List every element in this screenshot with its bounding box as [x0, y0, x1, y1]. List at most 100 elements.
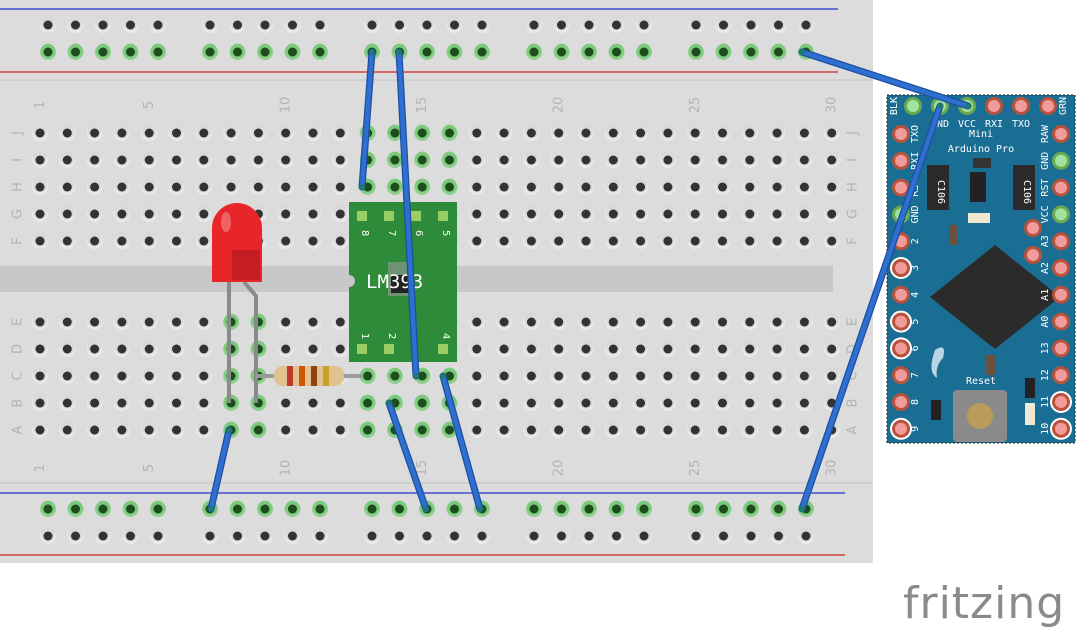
breadboard-hole[interactable]: [277, 394, 294, 412]
breadboard-hole[interactable]: [59, 340, 76, 358]
breadboard-hole[interactable]: [195, 232, 212, 250]
breadboard-hole[interactable]: [496, 367, 513, 385]
breadboard-hole[interactable]: [496, 178, 513, 196]
breadboard-hole[interactable]: [796, 367, 813, 385]
breadboard-hole[interactable]: [796, 178, 813, 196]
breadboard-hole[interactable]: [229, 16, 246, 34]
resistor[interactable]: [256, 366, 362, 386]
breadboard-hole[interactable]: [113, 367, 130, 385]
breadboard-hole[interactable]: [715, 43, 732, 61]
arduino-pin[interactable]: [892, 178, 910, 197]
breadboard-hole[interactable]: [67, 16, 84, 34]
breadboard-hole[interactable]: [257, 16, 273, 34]
breadboard-hole[interactable]: [257, 43, 273, 61]
breadboard-hole[interactable]: [769, 205, 786, 223]
breadboard-hole[interactable]: [578, 394, 594, 412]
breadboard-hole[interactable]: [113, 205, 130, 223]
breadboard-hole[interactable]: [168, 394, 185, 412]
breadboard-hole[interactable]: [496, 151, 513, 169]
breadboard-hole[interactable]: [796, 124, 813, 142]
breadboard-hole[interactable]: [523, 151, 540, 169]
breadboard-hole[interactable]: [359, 421, 376, 439]
arduino-pin[interactable]: [1052, 151, 1070, 170]
breadboard-hole[interactable]: [659, 205, 676, 223]
breadboard-hole[interactable]: [332, 151, 349, 169]
breadboard-hole[interactable]: [770, 16, 787, 34]
breadboard-hole[interactable]: [468, 232, 485, 250]
breadboard-hole[interactable]: [229, 500, 246, 518]
breadboard-hole[interactable]: [526, 527, 542, 545]
breadboard-hole[interactable]: [796, 421, 813, 439]
arduino-pin[interactable]: [1052, 205, 1070, 224]
arduino-pin[interactable]: [892, 125, 910, 143]
breadboard-hole[interactable]: [741, 313, 758, 331]
breadboard-hole[interactable]: [202, 527, 218, 545]
arduino-pin[interactable]: [985, 97, 1003, 115]
breadboard-hole[interactable]: [468, 394, 485, 412]
breadboard-hole[interactable]: [86, 232, 103, 250]
breadboard-hole[interactable]: [581, 43, 597, 61]
breadboard-hole[interactable]: [305, 124, 321, 142]
breadboard-hole[interactable]: [741, 367, 758, 385]
breadboard-hole[interactable]: [714, 124, 731, 142]
breadboard-hole[interactable]: [687, 151, 704, 169]
breadboard-hole[interactable]: [550, 394, 567, 412]
breadboard-hole[interactable]: [715, 16, 732, 34]
breadboard-hole[interactable]: [468, 205, 485, 223]
breadboard-hole[interactable]: [688, 527, 704, 545]
arduino-pin[interactable]: [1024, 219, 1042, 237]
breadboard-hole[interactable]: [168, 340, 185, 358]
jumper-wire[interactable]: [385, 399, 430, 513]
breadboard-hole[interactable]: [608, 43, 625, 61]
arduino-pin[interactable]: [1052, 178, 1070, 197]
breadboard-hole[interactable]: [86, 340, 103, 358]
breadboard-hole[interactable]: [95, 43, 111, 61]
breadboard-hole[interactable]: [150, 16, 166, 34]
breadboard-hole[interactable]: [632, 421, 649, 439]
breadboard-hole[interactable]: [468, 151, 485, 169]
breadboard-hole[interactable]: [95, 527, 111, 545]
breadboard-hole[interactable]: [770, 527, 787, 545]
breadboard-hole[interactable]: [40, 43, 56, 61]
breadboard-hole[interactable]: [714, 205, 731, 223]
breadboard-hole[interactable]: [414, 421, 431, 439]
arduino-pin[interactable]: [1052, 259, 1070, 277]
breadboard-hole[interactable]: [605, 178, 622, 196]
breadboard-hole[interactable]: [141, 232, 158, 250]
breadboard-hole[interactable]: [277, 178, 294, 196]
breadboard-hole[interactable]: [578, 151, 594, 169]
breadboard-hole[interactable]: [446, 43, 463, 61]
breadboard-hole[interactable]: [113, 394, 130, 412]
breadboard-hole[interactable]: [141, 313, 158, 331]
breadboard-hole[interactable]: [202, 16, 218, 34]
breadboard-hole[interactable]: [687, 124, 704, 142]
arduino-pin[interactable]: [1024, 246, 1042, 264]
breadboard-hole[interactable]: [523, 340, 540, 358]
breadboard-hole[interactable]: [687, 313, 704, 331]
breadboard-hole[interactable]: [150, 500, 166, 518]
breadboard-hole[interactable]: [496, 421, 513, 439]
breadboard-hole[interactable]: [770, 43, 787, 61]
breadboard-hole[interactable]: [523, 394, 540, 412]
breadboard-hole[interactable]: [688, 500, 704, 518]
breadboard-hole[interactable]: [496, 232, 513, 250]
breadboard-hole[interactable]: [687, 232, 704, 250]
breadboard-hole[interactable]: [823, 151, 840, 169]
breadboard-hole[interactable]: [523, 313, 540, 331]
breadboard-hole[interactable]: [581, 16, 597, 34]
breadboard-hole[interactable]: [168, 205, 185, 223]
breadboard-hole[interactable]: [332, 178, 349, 196]
breadboard-hole[interactable]: [605, 124, 622, 142]
breadboard-hole[interactable]: [714, 313, 731, 331]
breadboard-hole[interactable]: [32, 421, 48, 439]
breadboard-hole[interactable]: [659, 151, 676, 169]
jumper-wire[interactable]: [207, 426, 233, 513]
breadboard-hole[interactable]: [632, 205, 649, 223]
breadboard-hole[interactable]: [32, 394, 48, 412]
breadboard-hole[interactable]: [364, 527, 380, 545]
breadboard-hole[interactable]: [391, 527, 408, 545]
breadboard-hole[interactable]: [195, 124, 212, 142]
breadboard-hole[interactable]: [419, 527, 435, 545]
breadboard-hole[interactable]: [446, 500, 463, 518]
breadboard-hole[interactable]: [332, 421, 349, 439]
